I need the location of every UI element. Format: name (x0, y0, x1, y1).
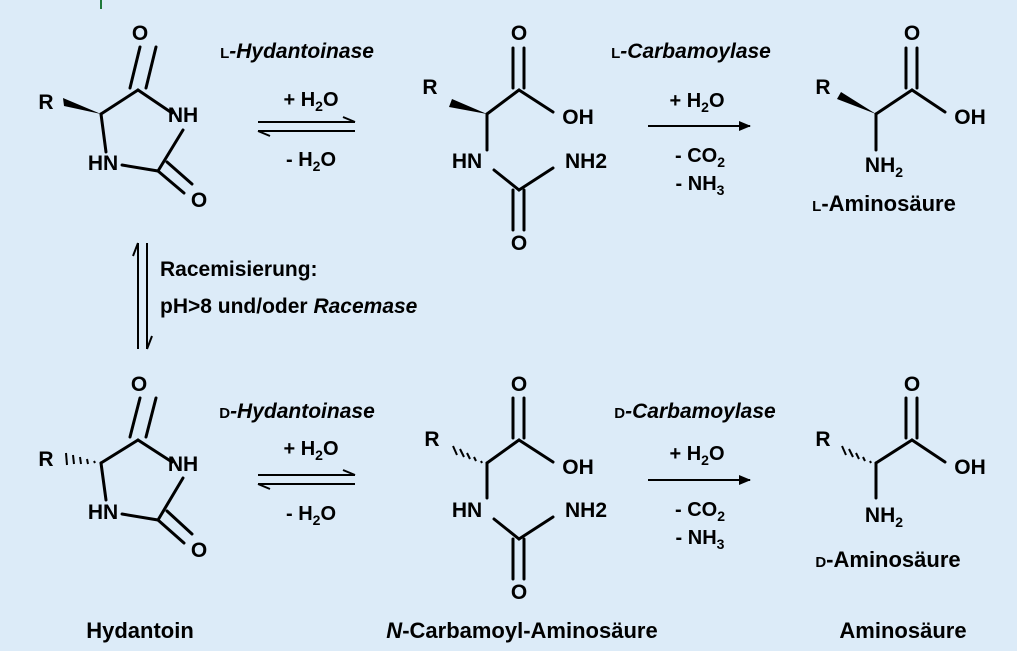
racemization-equilibrium-arrow (132, 242, 153, 350)
atom-o: O (904, 373, 920, 396)
d-hydantoin-structure: O R NH HN O (38, 373, 207, 562)
l-hydantoin-structure: O R NH HN O (38, 22, 207, 212)
enzyme-l-carbamoylase: L-Carbamoylase (611, 40, 771, 63)
atom-o: O (511, 373, 527, 396)
label-l-aminoacid: L-Aminosäure (812, 191, 956, 216)
atom-o: O (131, 373, 147, 396)
racemization-title: Racemisierung: (160, 258, 318, 281)
d-carbamoyl-aminoacid-structure: O R OH HN NH2 O (424, 373, 607, 604)
reagent-plus-h2o: + H2O (283, 89, 338, 114)
reagent-minus-h2o: - H2O (286, 149, 336, 174)
atom-oh: OH (562, 106, 594, 129)
atom-o: O (904, 22, 920, 45)
enzyme-d-hydantoinase: D-Hydantoinase (219, 400, 375, 423)
reagent-minus-co2: - CO2 (675, 499, 725, 524)
atom-r: R (38, 91, 53, 114)
atom-hn: HN (452, 499, 482, 522)
atom-nh: NH (168, 453, 198, 476)
reagent-minus-h2o: - H2O (286, 503, 336, 528)
reagent-plus-h2o: + H2O (283, 438, 338, 463)
reagent-plus-h2o: + H2O (669, 443, 724, 468)
atom-hn: HN (88, 501, 118, 524)
enzyme-d-carbamoylase: D-Carbamoylase (614, 400, 776, 423)
l-carbamoyl-aminoacid-structure: O R OH HN NH2 O (422, 22, 607, 255)
atom-o: O (191, 189, 207, 212)
column-label-carbamoyl-aminoacid: N-Carbamoyl-Aminosäure (386, 618, 657, 643)
atom-r: R (38, 448, 53, 471)
column-label-hydantoin: Hydantoin (86, 618, 194, 643)
atom-hn: HN (88, 152, 118, 175)
hashed-wedge-bond (65, 452, 96, 466)
atom-r: R (815, 428, 830, 451)
reagent-minus-nh3: - NH3 (676, 527, 725, 552)
atom-nh2: NH2 (865, 504, 903, 530)
atom-o: O (511, 232, 527, 255)
hashed-wedge-bond (841, 445, 872, 464)
atom-r: R (424, 428, 439, 451)
label-d-aminoacid: D-Aminosäure (815, 547, 960, 572)
atom-o: O (132, 22, 148, 45)
atom-nh2: NH2 (565, 499, 607, 522)
atom-nh2: NH2 (565, 150, 607, 173)
racemization-condition: pH>8 und/oder Racemase (160, 295, 418, 318)
atom-o: O (511, 22, 527, 45)
atom-o: O (511, 581, 527, 604)
atom-nh: NH (168, 104, 198, 127)
reagent-plus-h2o: + H2O (669, 90, 724, 115)
atom-nh2: NH2 (865, 154, 903, 180)
atom-o: O (191, 539, 207, 562)
l-aminoacid-structure: O R OH NH2 (815, 22, 985, 180)
atom-r: R (815, 76, 830, 99)
atom-oh: OH (954, 456, 986, 479)
equilibrium-arrow-d (257, 469, 356, 490)
atom-hn: HN (452, 150, 482, 173)
reagent-minus-nh3: - NH3 (676, 173, 725, 198)
hashed-wedge-bond (452, 445, 483, 464)
atom-oh: OH (562, 456, 594, 479)
d-aminoacid-structure: O R OH NH2 (815, 373, 985, 530)
enzyme-l-hydantoinase: L-Hydantoinase (220, 40, 374, 63)
atom-r: R (422, 76, 437, 99)
reagent-minus-co2: - CO2 (675, 145, 725, 170)
equilibrium-arrow-l (257, 116, 356, 137)
column-label-aminoacid: Aminosäure (839, 618, 966, 643)
atom-oh: OH (954, 106, 986, 129)
